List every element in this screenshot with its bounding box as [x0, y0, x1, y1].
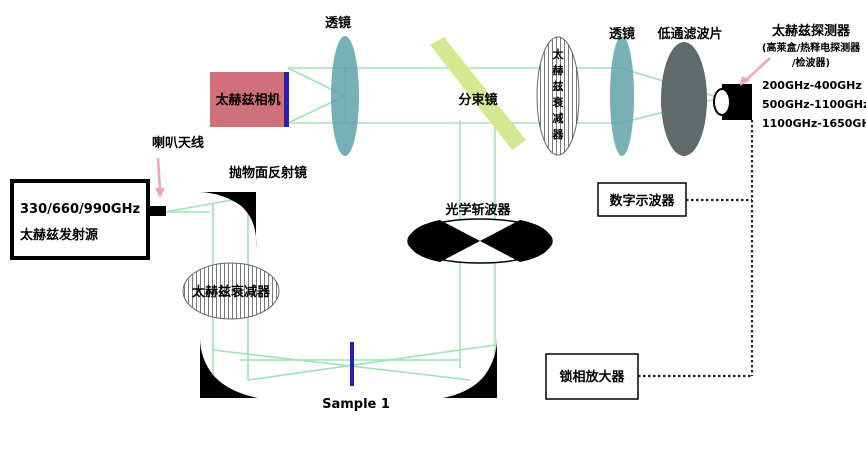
sample-plate: [350, 342, 354, 386]
arrow-head-icon: [740, 76, 750, 86]
lens-left-label: 透镜: [325, 15, 351, 31]
detector-pointer-arrow: [743, 57, 771, 83]
attenuator-v-char: 太: [552, 47, 565, 61]
detector-band: 1100GHz-1650GHz: [762, 117, 866, 130]
detector-band: 500GHz-1100GHz: [762, 98, 866, 111]
signal-lines: [638, 120, 754, 378]
horn-pointer-arrow: [156, 157, 162, 191]
detector-band: 200GHz-400GHz: [762, 79, 862, 92]
lowpass-filter: 低通滤波片: [656, 26, 723, 156]
beam-segment: [164, 199, 233, 213]
source-frequency: 330/660/990GHz: [20, 202, 140, 217]
detector-subtitle: /检波器): [792, 56, 830, 69]
camera-label: 太赫兹相机: [214, 92, 280, 108]
parabolic-mirror-bottom-left: [200, 338, 258, 398]
attenuator-v-char: 衰: [552, 95, 565, 109]
camera-window: [284, 72, 289, 127]
attenuator-v-char: 兹: [553, 79, 564, 93]
lens-right: 透镜: [609, 26, 635, 156]
beam-segment: [212, 349, 471, 381]
detector-title: 太赫兹探测器: [771, 23, 851, 39]
detector-subtitle: (高莱盒/热释电探测器: [762, 41, 861, 54]
sample: Sample 1: [322, 342, 390, 412]
beam-splitter: 分束镜: [430, 37, 526, 150]
horn-antenna: 喇叭天线: [152, 135, 204, 198]
lockin-amplifier: 锁相放大器: [545, 353, 639, 400]
chopper-label: 光学斩波器: [444, 202, 511, 218]
optical-chopper: 光学斩波器: [407, 202, 553, 264]
sample-label: Sample 1: [322, 397, 390, 412]
camera-body: [210, 72, 286, 127]
arrow-head-icon: [155, 188, 165, 198]
attenuator-h-label: 太赫兹衰减器: [191, 284, 271, 300]
lens-left: 透镜: [325, 15, 359, 156]
attenuator-v-char: 减: [553, 111, 564, 125]
parabolic-mirror-label: 抛物面反射镜: [229, 165, 307, 181]
parabolic-mirror-top: 抛物面反射镜: [200, 165, 307, 248]
source-name: 太赫兹发射源: [19, 227, 98, 243]
thz-camera: 太赫兹相机: [210, 72, 289, 127]
oscilloscope: 数字示波器: [597, 182, 687, 217]
beam-splitter-plate: [430, 37, 526, 150]
attenuator-v-char: 器: [552, 128, 565, 141]
thz-detector: 太赫兹探测器 (高莱盒/热释电探测器 /检波器) 200GHz-400GHz 5…: [713, 23, 866, 130]
lens-right-label: 透镜: [609, 26, 635, 42]
oscilloscope-label: 数字示波器: [609, 193, 675, 209]
attenuator-v-char: 赫: [553, 63, 564, 77]
attenuator-vertical: 太 赫 兹 衰 减 器: [536, 36, 580, 156]
thz-source: 330/660/990GHz 太赫兹发射源: [10, 179, 166, 260]
lowpass-filter-label: 低通滤波片: [656, 26, 722, 42]
lockin-label: 锁相放大器: [559, 369, 625, 385]
attenuator-horizontal: 太赫兹衰减器: [182, 262, 280, 320]
beam-splitter-label: 分束镜: [458, 92, 497, 108]
parabolic-mirror-bottom-right: [443, 338, 497, 398]
beam-segment: [247, 344, 496, 381]
horn-antenna-stub: [148, 206, 166, 216]
horn-antenna-label: 喇叭天线: [152, 135, 204, 151]
